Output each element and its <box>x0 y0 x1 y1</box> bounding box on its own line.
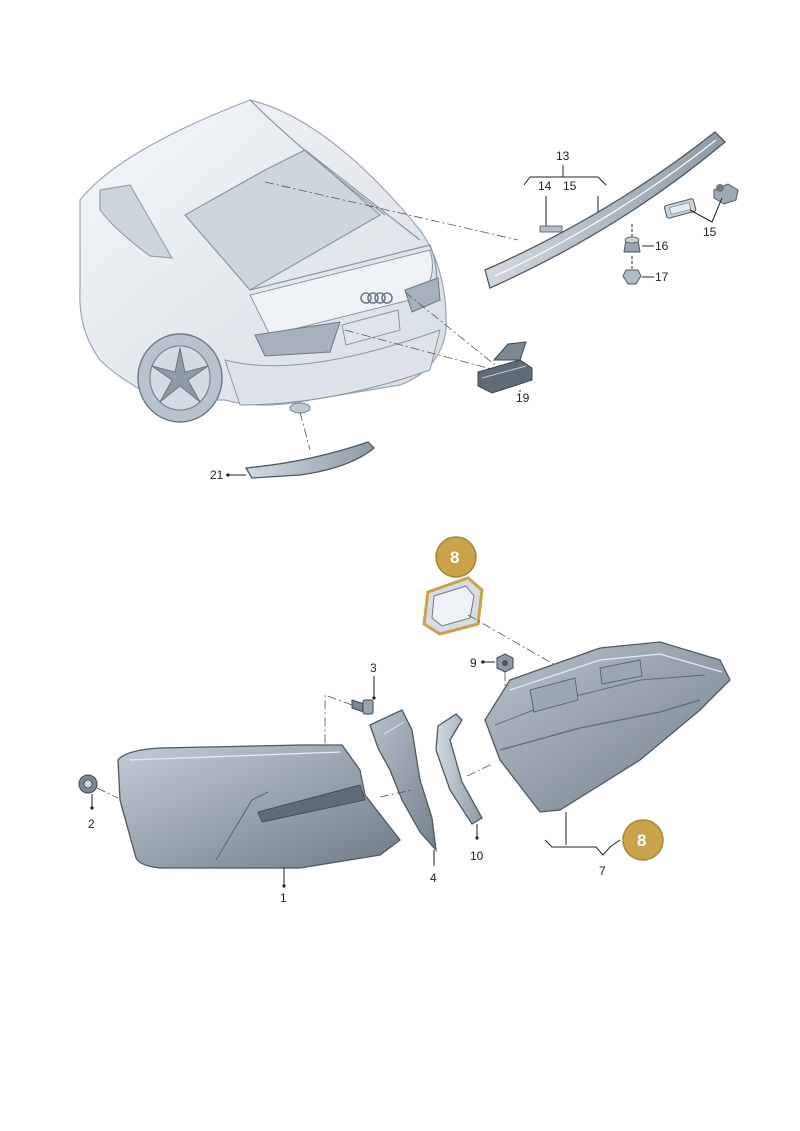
callout-15-side-label: 15 <box>703 225 717 239</box>
screw-icon <box>351 699 374 715</box>
part-17-nut <box>622 269 642 285</box>
clip-icon <box>713 183 739 205</box>
callout-1: 1 <box>280 868 287 905</box>
callout-7: 7 <box>544 812 621 878</box>
callout-19: 19 <box>516 390 530 405</box>
callout-16-label: 16 <box>655 239 669 253</box>
car-rear-window <box>184 149 382 291</box>
highlight-badge-bottom: 8 <box>622 819 664 861</box>
part-10-seal <box>435 713 483 825</box>
nut-icon <box>496 653 514 673</box>
callout-9: 9 <box>470 656 495 670</box>
callout-2-label: 2 <box>88 817 95 831</box>
part-7-inner-taillight <box>484 641 731 813</box>
callout-14-label: 14 <box>538 179 552 193</box>
callout-15-side: 15 <box>689 197 723 239</box>
callout-13-label: 13 <box>556 149 570 163</box>
callout-17-label: 17 <box>655 270 669 284</box>
washer-icon <box>78 774 98 794</box>
callout-10: 10 <box>470 824 484 863</box>
callout-1-label: 1 <box>280 891 287 905</box>
callout-19-label: 19 <box>516 391 530 405</box>
car-rear-bumper <box>224 329 441 406</box>
callout-3: 3 <box>370 661 377 700</box>
highlight-badge-top-label: 8 <box>450 548 459 567</box>
part-16-grommet <box>623 236 641 253</box>
audi-rings-logo <box>360 292 393 304</box>
callout-4: 4 <box>430 850 437 885</box>
highlight-badge-bottom-label: 8 <box>637 831 646 850</box>
callout-9-label: 9 <box>470 656 477 670</box>
car-rear-view <box>79 99 447 423</box>
callout-3-label: 3 <box>370 661 377 675</box>
callout-13: 13 <box>523 149 607 186</box>
car-wheel <box>137 333 223 423</box>
callout-17: 17 <box>642 270 669 284</box>
car-exhaust <box>289 402 311 414</box>
callout-2: 2 <box>88 794 95 831</box>
callout-14: 14 <box>538 179 563 233</box>
part-15-clip <box>663 198 697 219</box>
callout-21-label: 21 <box>210 468 224 482</box>
callout-4-label: 4 <box>430 871 437 885</box>
part-4-bracket <box>369 709 437 852</box>
part-13-trim-strip <box>484 131 726 289</box>
part-1-outer-taillight <box>117 744 401 869</box>
part-8-gasket <box>422 576 484 636</box>
callout-10-label: 10 <box>470 849 484 863</box>
part-21-bumper-trim <box>244 441 375 479</box>
callout-16: 16 <box>642 239 669 253</box>
part-19-license-light <box>477 341 533 394</box>
callout-21: 21 <box>210 468 246 482</box>
callout-15-upper-label: 15 <box>563 179 577 193</box>
car-right-taillight <box>404 277 441 313</box>
car-license-recess <box>341 309 401 346</box>
car-side-window <box>99 184 173 259</box>
callout-15-upper: 15 <box>563 179 599 212</box>
highlight-badge-top: 8 <box>435 536 477 578</box>
car-left-taillight <box>254 321 341 357</box>
callout-7-label: 7 <box>599 864 606 878</box>
